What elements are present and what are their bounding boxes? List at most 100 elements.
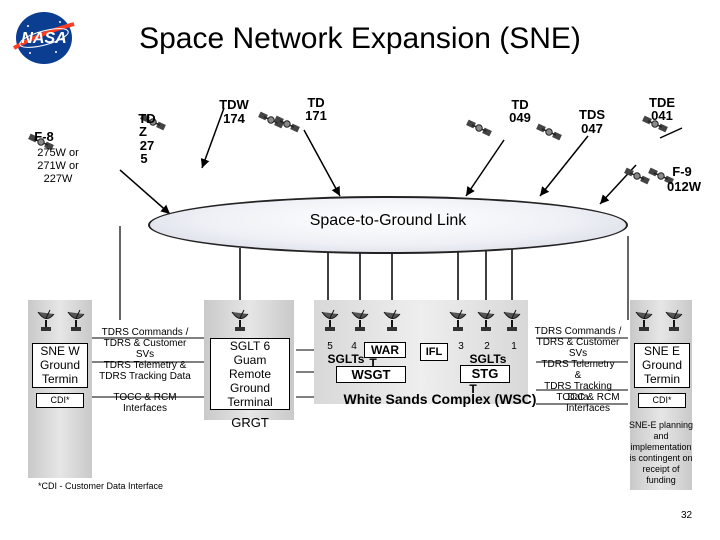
ground-antenna-icon: [65, 308, 87, 337]
sat-td049-line-2: 049: [509, 110, 531, 125]
sne-east-tocc-1: TOCC & RCM: [556, 392, 620, 403]
sne-east-note-1: TDRS Commands /: [534, 326, 622, 337]
sne-west-tocc-2: Interfaces: [123, 403, 167, 414]
sat-tdz-line-3: 27: [139, 138, 155, 153]
wsc-t-right: T: [469, 382, 477, 396]
sne-east-cdi: CDI*: [638, 393, 686, 408]
satellite-icon: [466, 118, 492, 143]
sne-west-line-3: Termin: [41, 372, 78, 386]
sne-east-station: SNE E Ground Termin: [634, 343, 690, 388]
ground-antenna-icon: [319, 308, 341, 337]
sne-east-note-5: &: [574, 370, 582, 381]
guam-line-1: SGLT 6: [229, 339, 271, 353]
sne-west-tocc-1: TOCC & RCM: [113, 392, 177, 403]
sne-east-note-4: TDRS Telemetry: [541, 359, 615, 370]
sat-tde041-line-2: 041: [651, 108, 673, 123]
sne-west-line-2: Ground: [39, 358, 81, 372]
space-to-ground-link: [148, 196, 628, 254]
sat-tde041-line-1: TDE: [649, 95, 675, 110]
sne-east-line-1: SNE E: [643, 344, 680, 358]
wsc-t-left: T: [369, 356, 377, 370]
sne-east-note-7: Data: [567, 392, 589, 403]
wsc-sglts-left: SGLTs: [327, 352, 365, 366]
wsc-ifl: IFL: [420, 343, 448, 361]
sne-east-note-2: TDRS & Customer: [536, 337, 620, 348]
sne-west-note-1: TDRS Commands /: [101, 327, 189, 338]
guam-line-4: Ground: [229, 381, 271, 395]
ground-antenna-icon: [229, 308, 251, 337]
satellite-icon: [28, 132, 54, 157]
guam-line-2: Guam: [233, 353, 267, 367]
sat-tdz-line-4: 5: [140, 151, 148, 166]
sne-west-station: SNE W Ground Termin: [32, 343, 88, 388]
wsc-num-5: 5: [327, 341, 333, 352]
sat-tdw-line-2: 174: [223, 111, 245, 126]
sne-east-funding-2: and: [653, 431, 669, 441]
wsc-num-4: 4: [351, 341, 357, 352]
sat-f8-slot-2: 271W or: [37, 160, 79, 172]
satellite-icon: [274, 114, 300, 139]
sat-f8-slot-3: 227W: [43, 173, 73, 185]
ground-antenna-icon: [663, 308, 685, 337]
guam-line-5: Terminal: [227, 395, 273, 409]
sne-east-funding-4: is contingent on: [629, 453, 693, 463]
sne-west-cdi: CDI*: [36, 393, 84, 408]
sne-east-tocc-2: Interfaces: [566, 403, 610, 414]
sne-west-note-5: TDRS Tracking Data: [99, 371, 191, 382]
sat-f9-line-1: F-9: [672, 164, 692, 179]
sat-td171-line-2: 171: [305, 108, 327, 123]
tdz-link-arrow: [200, 107, 225, 169]
sne-east-funding-1: SNE-E planning: [628, 420, 694, 430]
satellite-icon: [536, 122, 562, 147]
ground-antenna-icon: [35, 308, 57, 337]
wsc-sglts-right: SGLTs: [469, 352, 507, 366]
sat-f9-line-2: 012W: [667, 179, 701, 194]
wsc-wsgt: WSGT: [336, 366, 406, 383]
space-to-ground-link-label: Space-to-Ground Link: [309, 212, 467, 229]
wsc-stg: STG: [460, 365, 510, 383]
sne-east-line-2: Ground: [641, 358, 683, 372]
ground-antenna-icon: [633, 308, 655, 337]
satellite-icon: [624, 166, 650, 191]
sne-west-notes: TDRS Commands / TDRS & Customer SVs TDRS…: [94, 327, 196, 382]
sat-tdz-line-1: TD: [138, 111, 156, 126]
sat-tdw-line-1: TDW: [219, 97, 249, 112]
guam-code: GRGT: [231, 415, 269, 430]
satellite-icon: [648, 166, 674, 191]
ground-antenna-icon: [447, 308, 469, 337]
nasa-logo: NASA: [8, 8, 80, 68]
wsc-war: WAR: [364, 342, 406, 358]
sne-east-notes: TDRS Commands / TDRS & Customer SVs TDRS…: [526, 326, 630, 403]
wsc-num-1: 1: [511, 341, 517, 352]
page-title: Space Network Expansion (SNE): [139, 22, 581, 55]
sne-east-tocc: TOCC & RCM Interfaces: [546, 392, 630, 414]
wsc-num-3: 3: [458, 341, 464, 352]
ground-antenna-icon: [349, 308, 371, 337]
sne-east-line-3: Termin: [643, 372, 680, 386]
sne-west-note-3: SVs: [135, 349, 155, 360]
sne-west-note-2: TDRS & Customer: [103, 338, 187, 349]
sne-west-line-1: SNE W: [40, 344, 80, 358]
ground-antenna-icon: [501, 308, 523, 337]
sne-east-funding-note: SNE-E planning and implementation is con…: [626, 420, 696, 486]
page-number: 32: [681, 510, 693, 521]
sat-f8-slot-1: 275W or: [37, 147, 79, 159]
sne-east-funding-3: implementation: [630, 442, 692, 452]
guam-line-3: Remote: [228, 367, 272, 381]
footnote: *CDI - Customer Data Interface: [38, 481, 164, 491]
sat-td049-line-1: TD: [511, 97, 529, 112]
sne-west-note-4: TDRS Telemetry &: [103, 360, 187, 371]
sne-west-tocc: TOCC & RCM Interfaces: [100, 392, 190, 414]
sat-td171-line-1: TD: [307, 95, 325, 110]
sne-east-funding-5: receipt of: [642, 464, 680, 474]
sat-tds047-line-2: 047: [581, 121, 603, 136]
satellite-icon: [642, 114, 668, 139]
sne-east-note-3: SVs: [568, 348, 588, 359]
ground-antenna-icon: [475, 308, 497, 337]
sat-tds047-line-1: TDS: [579, 107, 605, 122]
satellite-icon: [140, 112, 166, 137]
nasa-logo-text: NASA: [21, 30, 66, 47]
sne-west-panel: [28, 300, 92, 478]
ground-antenna-icon: [381, 308, 403, 337]
